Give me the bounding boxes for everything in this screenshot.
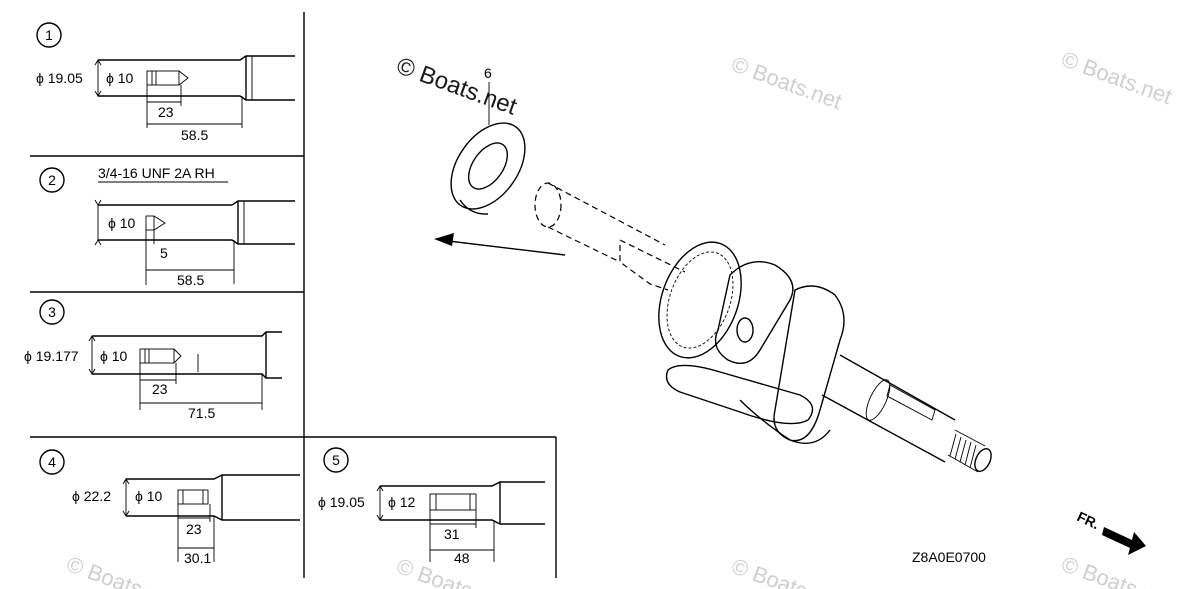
panel-3-length: 71.5: [188, 405, 215, 421]
shaft-dashed-end: [534, 182, 562, 228]
panel-2-shaft-bottom: [98, 239, 295, 245]
panel-5-number: 5: [332, 452, 340, 468]
panel-5-depth: 31: [444, 526, 460, 542]
panel-1-depth: 23: [158, 104, 174, 120]
crank-counterweight-lower: [665, 364, 814, 425]
panel-2-depth: 5: [160, 245, 168, 261]
watermark-bottom-right: © Boats.net: [728, 553, 845, 589]
panel-5-hole: [429, 493, 477, 511]
panel-3-hole: [139, 348, 175, 364]
panel-4: 4 ϕ 22.2 ϕ 10 23 30.1: [39, 449, 300, 566]
assembly-arrow-head: [434, 233, 454, 246]
panel-1-inner-diameter: ϕ 10: [106, 70, 134, 86]
panel-frames: [30, 12, 557, 578]
panel-2: 2 3/4-16 UNF 2A RH ϕ 10 5 58.5: [39, 165, 295, 288]
panel-1-shaft-bottom: [98, 95, 295, 101]
panel-4-number: 4: [48, 454, 56, 470]
panel-1-length: 58.5: [181, 127, 208, 143]
front-label: FR.: [1075, 508, 1102, 532]
panel-5-length: 48: [454, 550, 470, 566]
panel-3-depth: 23: [152, 381, 168, 397]
washer-outer: [450, 122, 526, 210]
panel-4-number-circle: [39, 449, 65, 475]
gear-teeth: [666, 251, 734, 349]
panel-5-inner-diameter: ϕ 12: [388, 494, 416, 510]
panel-5-number-circle: [323, 447, 349, 473]
panel-1-number-circle: [36, 22, 62, 48]
panel-4-length: 30.1: [184, 550, 211, 566]
crankshaft: [534, 182, 992, 473]
crank-web-upper: [714, 261, 794, 364]
watermark-bottom-far-right: © Boats.net: [1058, 551, 1175, 589]
watermark-bottom-left: © Boats.net: [63, 551, 180, 589]
panel-2-number: 2: [48, 172, 56, 188]
washer-inner: [467, 142, 509, 190]
panel-3-shaft-bottom: [92, 373, 282, 379]
panel-5-outer-diameter: ϕ 19.05: [318, 494, 365, 510]
watermark-far-right: © Boats.net: [1058, 46, 1175, 109]
panel-4-hole: [177, 489, 209, 505]
panel-5-shaft-top: [380, 481, 545, 487]
panel-1-number: 1: [45, 27, 53, 43]
panel-3-inner-diameter: ϕ 10: [100, 348, 128, 364]
callout-part-number: 6: [484, 65, 492, 81]
panel-1-outer-diameter: ϕ 19.05: [36, 70, 83, 86]
panel-1: 1 ϕ 19.05 ϕ 10 23 58.5: [36, 22, 295, 143]
output-shaft-top: [839, 354, 956, 421]
diagram-code: Z8A0E0700: [912, 549, 986, 565]
panel-4-inner-diameter: ϕ 10: [135, 488, 163, 504]
panel-2-shaft-top: [98, 200, 295, 206]
exploded-view: © Boats.net 6: [393, 52, 566, 256]
crank-pin: [736, 317, 754, 343]
watermark-right: © Boats.net: [728, 51, 845, 114]
panel-5: 5 ϕ 19.05 ϕ 12 31 48: [318, 447, 545, 566]
panel-3-shaft-top: [92, 331, 282, 337]
output-shaft-bottom: [821, 394, 946, 463]
panel-2-number-circle: [39, 167, 65, 193]
panel-1-hole: [146, 70, 180, 86]
panel-3-outer-diameter: ϕ 19.177: [24, 348, 79, 364]
assembly-arrow-line: [439, 239, 566, 256]
panel-2-hole: [145, 215, 155, 231]
front-direction-indicator: FR.: [1075, 508, 1146, 555]
watermark-bottom-mid: © Boats.net: [393, 553, 510, 589]
panel-3-number: 3: [48, 304, 56, 320]
panel-4-depth: 23: [186, 521, 202, 537]
panel-2-inner-diameter: ϕ 10: [108, 215, 136, 231]
panel-3: 3 ϕ 19.177 ϕ 10 23 71.5: [24, 299, 282, 421]
panel-4-shaft-bottom: [126, 515, 300, 521]
panel-2-thread-spec: 3/4-16 UNF 2A RH: [98, 165, 215, 181]
panel-2-length: 58.5: [177, 272, 204, 288]
watermark-main: © Boats.net: [393, 52, 521, 120]
threaded-end: [947, 429, 992, 473]
front-arrow-icon: [1102, 527, 1146, 555]
timing-gear: [658, 241, 742, 359]
faint-watermarks: © Boats.net © Boats.net © Boats.net © Bo…: [63, 46, 1175, 589]
panel-1-shaft-top: [98, 55, 295, 61]
panel-4-outer-diameter: ϕ 22.2: [72, 488, 111, 504]
panel-3-number-circle: [39, 299, 65, 325]
panel-4-shaft-top: [126, 474, 300, 480]
panel-5-shaft-bottom: [380, 519, 545, 525]
keyway: [886, 384, 936, 421]
